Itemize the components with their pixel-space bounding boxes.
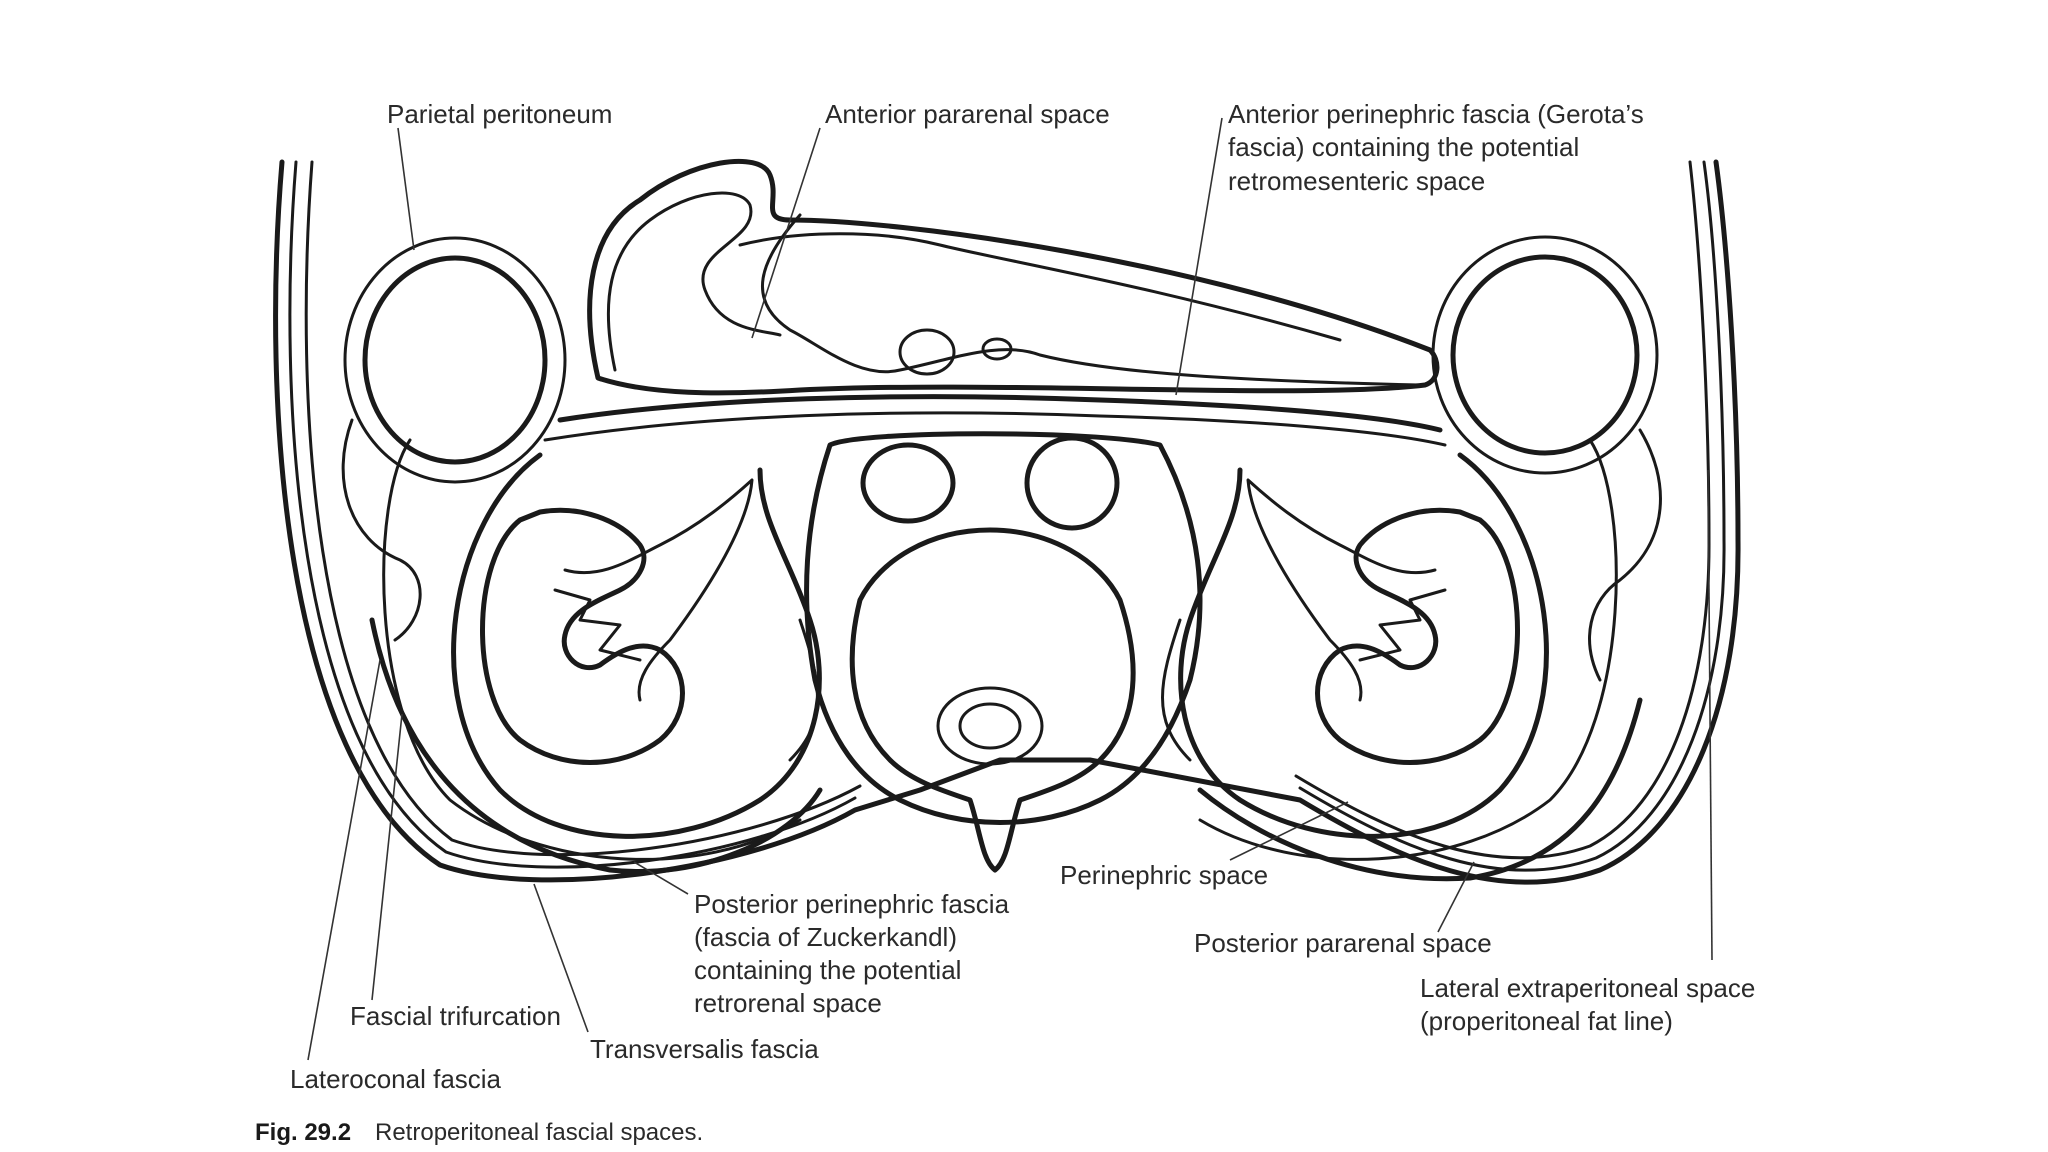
caption-text: Retroperitoneal fascial spaces. [375, 1119, 703, 1146]
leader-lines [307, 117, 1713, 1061]
label-lateral-extraperitoneal-space-line2: (properitoneal fat line) [1420, 1006, 1673, 1036]
caption-number: Fig. 29.2 [255, 1119, 351, 1146]
label-posterior-pararenal-space: Posterior pararenal space [1194, 928, 1492, 958]
leader-anterior-pararenal-space [751, 127, 821, 339]
leader-perinephric-space [1229, 801, 1349, 861]
leader-anterior-perinephric-fascia [1175, 117, 1223, 396]
left-perirenal-cone [382, 438, 822, 861]
label-anterior-perinephric-fascia-line1: Anterior perinephric fascia (Gerota’s [1228, 99, 1644, 129]
figure-caption: Fig. 29.2 Retroperitoneal fascial spaces… [255, 1119, 703, 1146]
leader-posterior-perinephric-fascia [633, 861, 689, 895]
duodenum-pancreas [587, 158, 1440, 396]
transversalis-fascia-line [369, 617, 1643, 882]
leader-lateroconal-fascia [307, 659, 381, 1061]
leader-parietal-peritoneum [397, 127, 415, 251]
leader-transversalis-fascia [533, 883, 589, 1033]
label-lateroconal-fascia: Lateroconal fascia [290, 1064, 502, 1094]
right-kidney [1246, 478, 1520, 765]
leader-lateral-extraperitoneal-space [1707, 469, 1713, 961]
label-anterior-pararenal-space: Anterior pararenal space [825, 99, 1110, 129]
left-colon [341, 236, 567, 642]
central-structures [788, 431, 1203, 873]
label-posterior-perinephric-fascia-line1: Posterior perinephric fascia [694, 889, 1010, 919]
label-perinephric-space: Perinephric space [1060, 860, 1268, 890]
left-kidney [480, 478, 754, 765]
label-posterior-perinephric-fascia-line2: (fascia of Zuckerkandl) [694, 922, 957, 952]
label-posterior-perinephric-fascia-line4: retrorenal space [694, 988, 882, 1018]
label-transversalis-fascia: Transversalis fascia [590, 1034, 819, 1064]
label-fascial-trifurcation: Fascial trifurcation [350, 1001, 561, 1031]
label-posterior-perinephric-fascia-line3: containing the potential [694, 955, 961, 985]
anterior-renal-fascia-line [543, 394, 1447, 447]
leader-posterior-pararenal-space [1437, 861, 1475, 933]
label-anterior-perinephric-fascia-line3: retromesenteric space [1228, 166, 1485, 196]
label-anterior-perinephric-fascia-line2: fascia) containing the potential [1228, 132, 1579, 162]
labels: Parietal peritoneum Anterior pararenal s… [290, 99, 1755, 1094]
leader-fascial-trifurcation [371, 713, 403, 1001]
right-perirenal-cone [1178, 438, 1618, 861]
label-parietal-peritoneum: Parietal peritoneum [387, 99, 612, 129]
label-lateral-extraperitoneal-space-line1: Lateral extraperitoneal space [1420, 973, 1755, 1003]
